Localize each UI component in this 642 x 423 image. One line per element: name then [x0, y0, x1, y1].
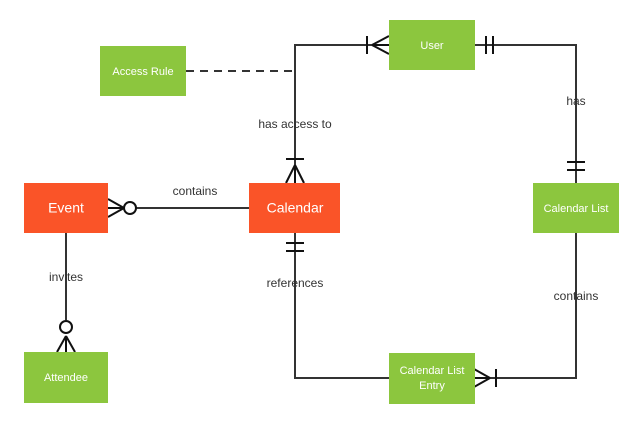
link-user-calendarlist: [475, 44, 577, 183]
entity-calendar[interactable]: Calendar: [249, 183, 340, 233]
notation-group: [56, 35, 585, 388]
notation-exactly-one-calendar-bottom: [286, 242, 304, 252]
entity-event[interactable]: Event: [24, 183, 108, 233]
entity-calendar-label: Calendar: [267, 200, 324, 216]
entity-access-rule-box[interactable]: [100, 46, 186, 96]
rel-label-invites: invites: [49, 270, 83, 284]
notation-one-to-many-entry-right: [473, 368, 497, 388]
entity-user[interactable]: User: [389, 20, 475, 70]
rel-label-contains-calendarlist: contains: [554, 289, 599, 303]
entity-calendar-list-entry-label-line2: Entry: [419, 380, 445, 392]
rel-label-contains-event-calendar: contains: [173, 184, 218, 198]
notation-zero-or-many-attendee-top: [56, 320, 76, 353]
notation-one-to-many-calendar-top: [285, 158, 305, 184]
entity-calendar-list-entry-box[interactable]: [389, 353, 475, 404]
entity-calendar-list-entry-label-line1: Calendar List: [400, 365, 465, 377]
entity-calendar-list-label: Calendar List: [544, 203, 609, 215]
entity-event-label: Event: [48, 200, 84, 216]
entity-attendee-label: Attendee: [44, 372, 88, 384]
entity-attendee[interactable]: Attendee: [24, 352, 108, 403]
link-calendar-references-entry: [294, 233, 389, 379]
rel-label-has-access-to: has access to: [258, 117, 332, 131]
entity-calendar-list-entry[interactable]: Calendar List Entry: [389, 353, 475, 404]
entity-access-rule-label: Access Rule: [112, 66, 173, 78]
relationship-labels-group: has access to contains invites has conta…: [49, 94, 598, 303]
entity-event-box[interactable]: [24, 183, 108, 233]
entities-group: Access Rule User Event Calendar Calendar…: [24, 20, 619, 404]
entity-access-rule[interactable]: Access Rule: [100, 46, 186, 96]
rel-label-has: has: [566, 94, 585, 108]
link-user-to-trunk: [294, 44, 389, 150]
notation-one-to-many-user-left: [366, 35, 390, 55]
entity-user-box[interactable]: [389, 20, 475, 70]
rel-label-references: references: [267, 276, 324, 290]
notation-exactly-one-user-right: [485, 36, 494, 54]
entity-calendar-list-box[interactable]: [533, 183, 619, 233]
notation-zero-or-many-event-right: [107, 198, 137, 218]
entity-user-label: User: [420, 40, 444, 52]
link-calendarlist-entry: [490, 233, 577, 379]
notation-exactly-one-calendarlist-top: [567, 161, 585, 171]
entity-calendar-list[interactable]: Calendar List: [533, 183, 619, 233]
entity-attendee-box[interactable]: [24, 352, 108, 403]
entity-calendar-box[interactable]: [249, 183, 340, 233]
